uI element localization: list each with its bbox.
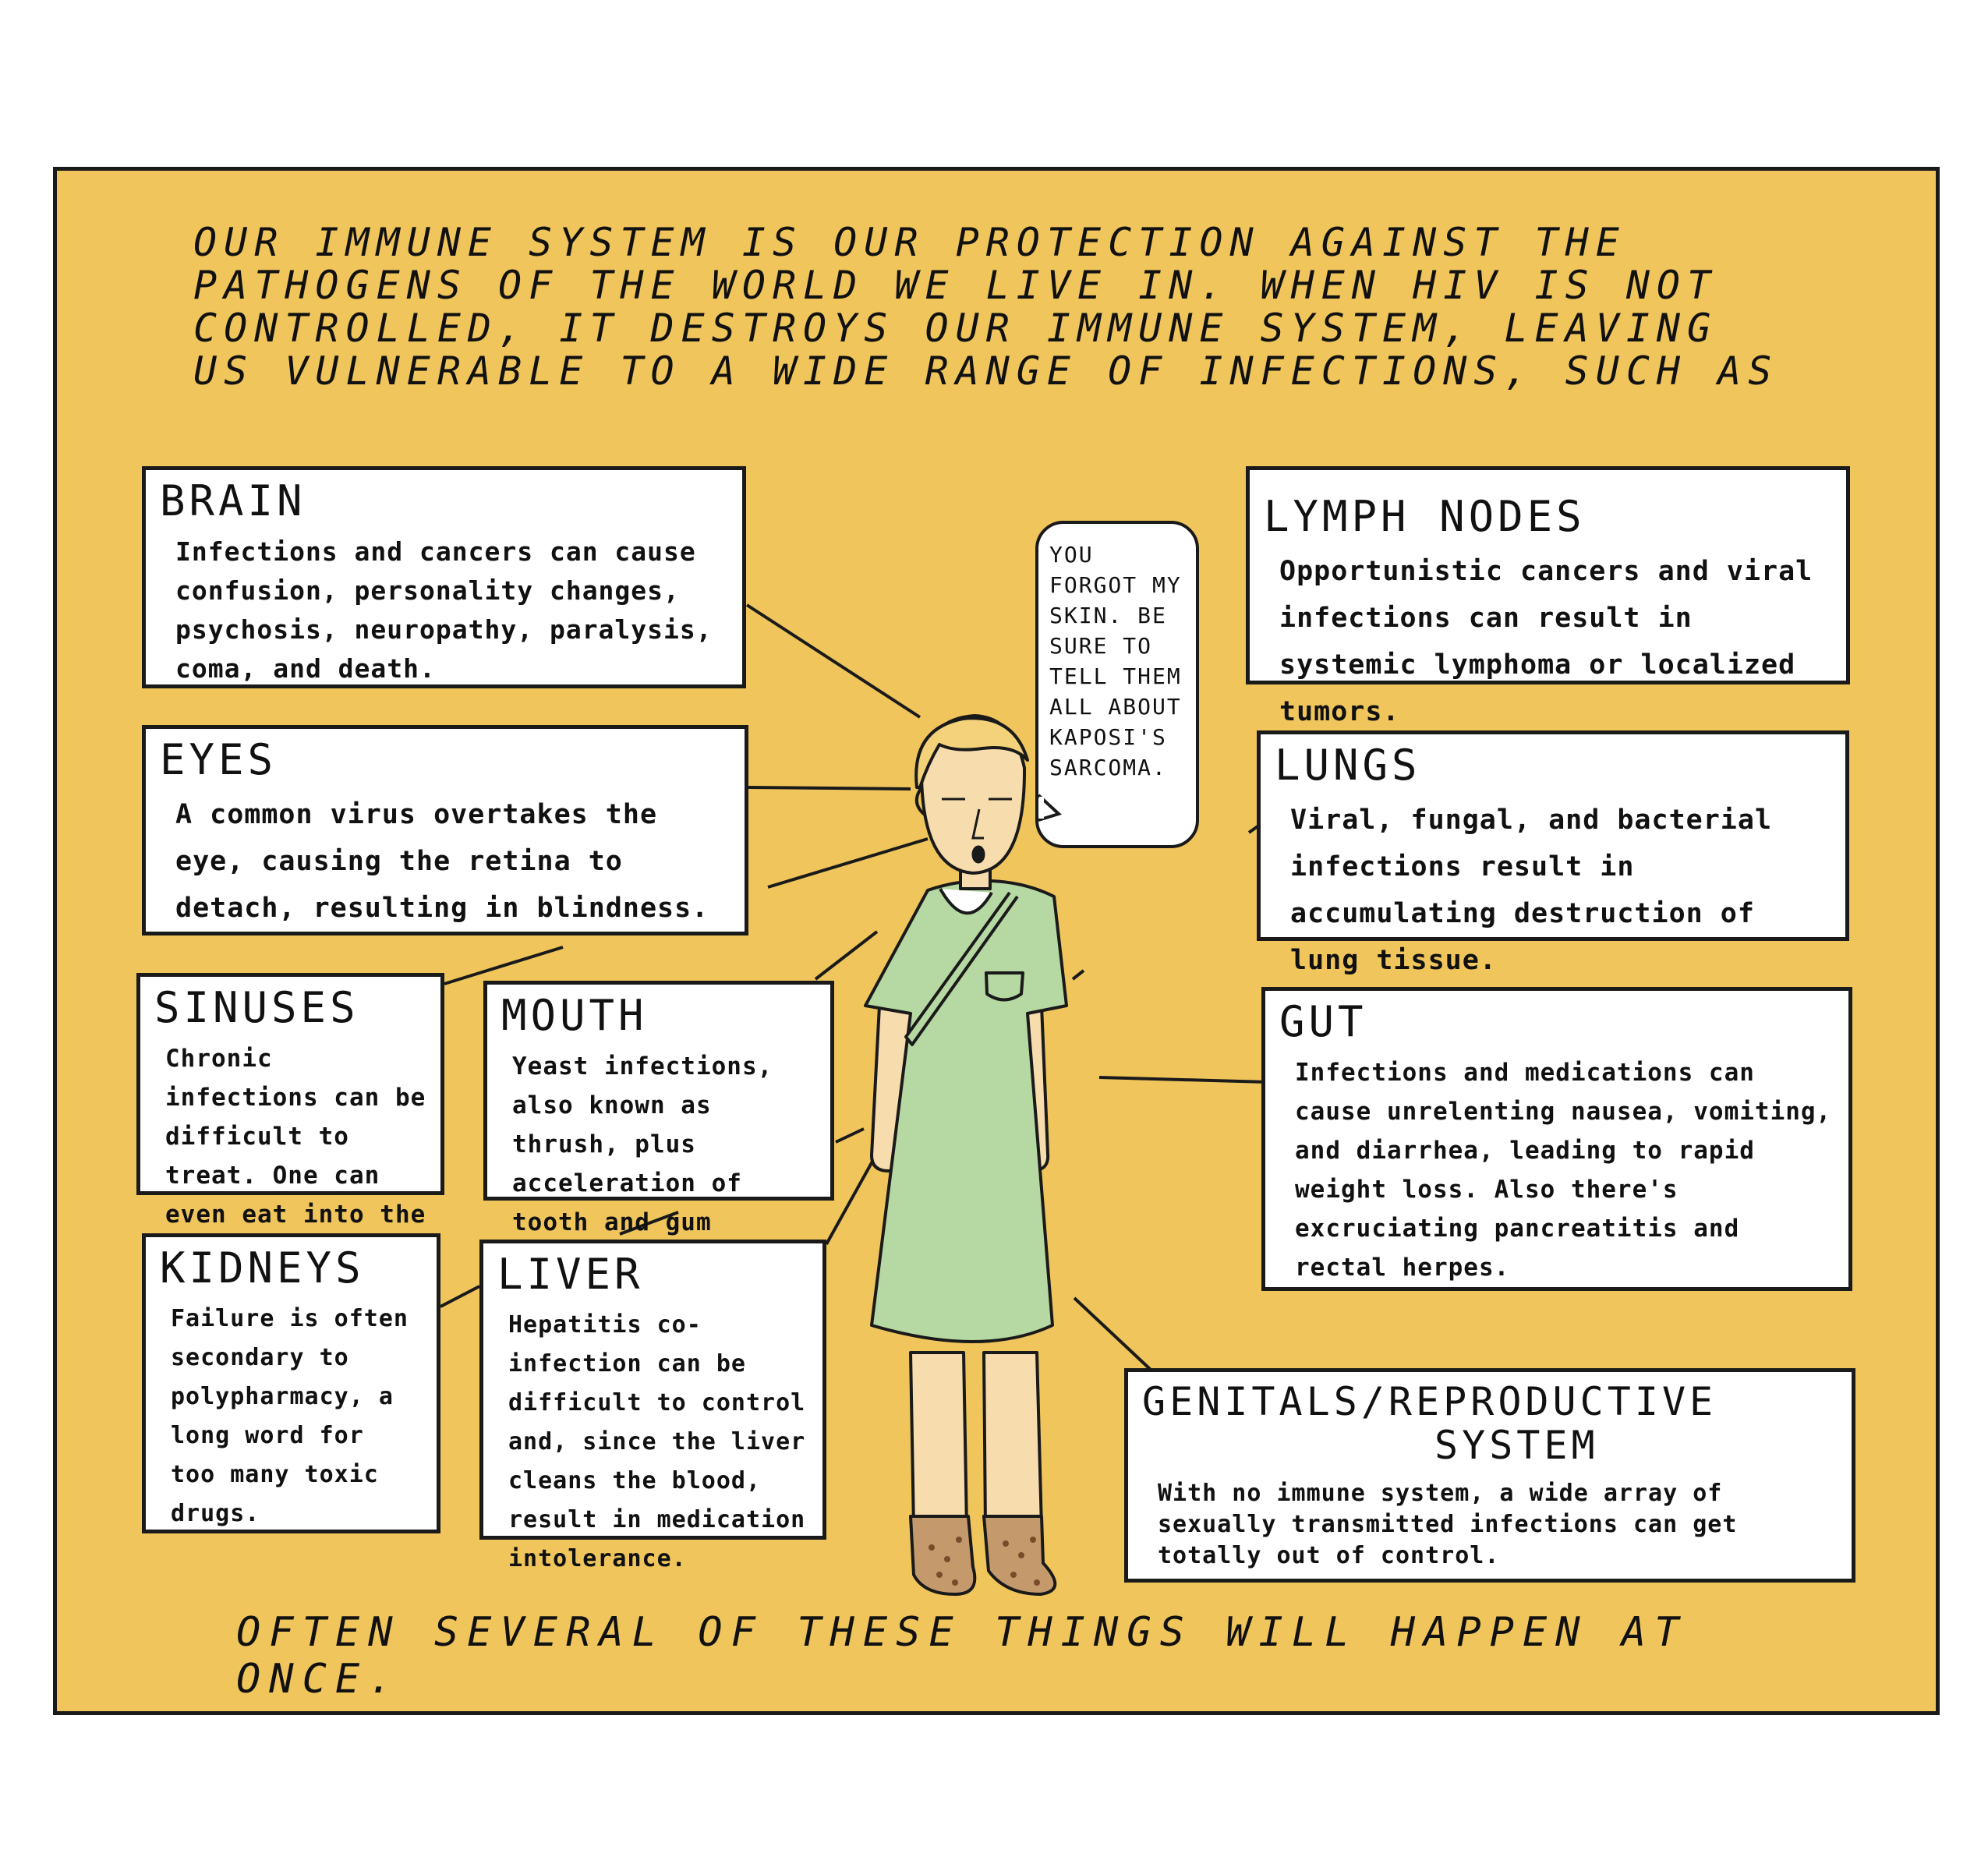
lymph-nodes-box: Lymph Nodes Opportunistic cancers and vi…: [1246, 466, 1850, 727]
line-mouth: [814, 930, 879, 981]
line-kidneys: [440, 1285, 480, 1308]
line-eyes-1: [748, 786, 911, 790]
nose: [971, 808, 984, 840]
genitals-box: Genitals/Reproductive System With no imm…: [1124, 1368, 1855, 1583]
genitals-text: With no immune system, a wide array of s…: [1158, 1480, 1738, 1569]
line-gut: [1098, 1076, 1268, 1084]
eyes-text: A common virus overtakes the eye, causin…: [175, 799, 709, 924]
gown-sash: [904, 891, 1019, 1046]
hair: [914, 716, 1029, 789]
lungs-title: Lungs: [1275, 741, 1421, 790]
line-eyes-2: [767, 837, 929, 889]
line-sinuses: [444, 946, 564, 985]
kidneys-title: Kidneys: [160, 1243, 365, 1293]
line-brain: [745, 603, 921, 719]
lymph-nodes-title: Lymph Nodes: [1264, 492, 1586, 541]
ear: [915, 786, 926, 816]
eyes-title: Eyes: [160, 735, 278, 784]
left-sock: [909, 1515, 977, 1596]
sinuses-text: Chronic infections can be difficult to t…: [165, 1045, 426, 1268]
genitals-title-line1: Genitals/Reproductive: [1142, 1379, 1717, 1424]
sinuses-box: Sinuses Chronic infections can be diffic…: [136, 973, 444, 1268]
eyes-box: Eyes A common virus overtakes the eye, c…: [142, 725, 748, 936]
gut-text: Infections and medications can cause unr…: [1295, 1059, 1832, 1282]
speech-bubble: You forgot my skin. Be sure to tell them…: [1035, 521, 1199, 848]
line-bubble: [1071, 969, 1085, 981]
liver-box: Liver Hepatitis co-infection can be diff…: [479, 1240, 826, 1572]
lungs-box: Lungs Viral, fungal, and bacterial infec…: [1257, 730, 1849, 976]
lungs-text: Viral, fungal, and bacterial infections …: [1290, 805, 1773, 976]
gut-title: Gut: [1279, 997, 1367, 1046]
liver-title: Liver: [497, 1250, 644, 1299]
genitals-title-line2: System: [1434, 1423, 1599, 1468]
line-liver: [619, 1211, 679, 1236]
line-genitals: [1073, 1296, 1165, 1383]
gown-neckline: [939, 888, 993, 915]
lymph-nodes-text: Opportunistic cancers and viral infectio…: [1279, 556, 1813, 727]
footer-text: Often several of these things will happe…: [236, 1609, 1688, 1703]
liver-text: Hepatitis co-infection can be difficult …: [508, 1311, 806, 1572]
brain-title: Brain: [160, 476, 306, 525]
gut-box: Gut Infections and medications can cause…: [1261, 987, 1852, 1291]
brain-box: Brain Infections and cancers can cause c…: [142, 466, 746, 688]
kidneys-box: Kidneys Failure is often secondary to po…: [142, 1233, 440, 1533]
brain-text: Infections and cancers can cause confusi…: [175, 536, 713, 684]
gown-pocket: [985, 971, 1024, 1002]
sinuses-title: Sinuses: [154, 983, 359, 1032]
intro-text: Our immune system is our protection agai…: [193, 220, 1779, 394]
line-mouth-2: [835, 1127, 865, 1144]
kidneys-text: Failure is often secondary to polypharma…: [171, 1305, 409, 1527]
mouth-title: Mouth: [501, 991, 648, 1040]
line-liver-2: [825, 1159, 875, 1245]
mouth-shape: [971, 845, 985, 864]
